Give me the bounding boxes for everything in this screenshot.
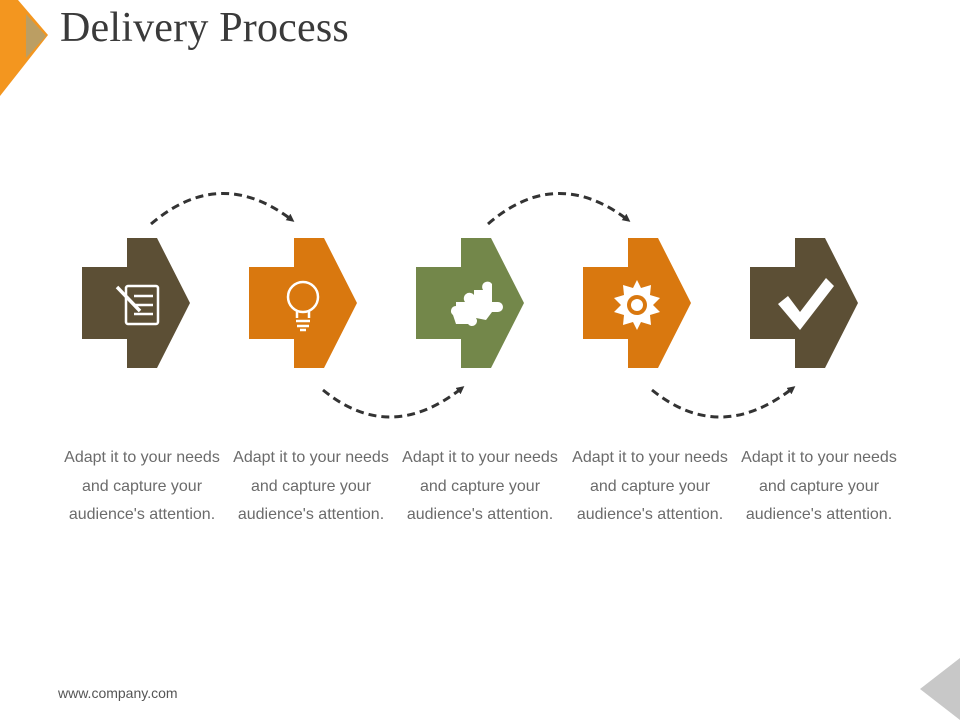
step-1-description: Adapt it to your needs and capture your … [64,449,220,523]
connector-arc-1-2 [150,192,295,226]
step-1-arrow [82,238,190,368]
step-4-arrow [583,238,691,368]
page-title: Delivery Process [60,5,349,51]
step-3-arrow [416,238,524,368]
corner-decoration-top-left [0,0,48,96]
step-4-description: Adapt it to your needs and capture your … [572,449,728,523]
connector-arc-4-5 [651,386,796,419]
step-5-arrow [750,238,858,368]
gear-icon [614,280,660,330]
step-3-description: Adapt it to your needs and capture your … [402,449,558,523]
corner-decoration-bottom-right [920,658,960,720]
checkmark-icon [778,278,834,330]
step-2-description: Adapt it to your needs and capture your … [233,449,389,523]
step-2-arrow [249,238,357,368]
notepad-icon [115,284,160,326]
connector-arc-3-4 [487,192,631,226]
step-5-description: Adapt it to your needs and capture your … [741,449,897,523]
lightbulb-icon [286,280,320,332]
footer-url: www.company.com [58,685,178,701]
connector-arc-2-3 [322,386,465,419]
puzzle-piece-icon [450,281,503,326]
